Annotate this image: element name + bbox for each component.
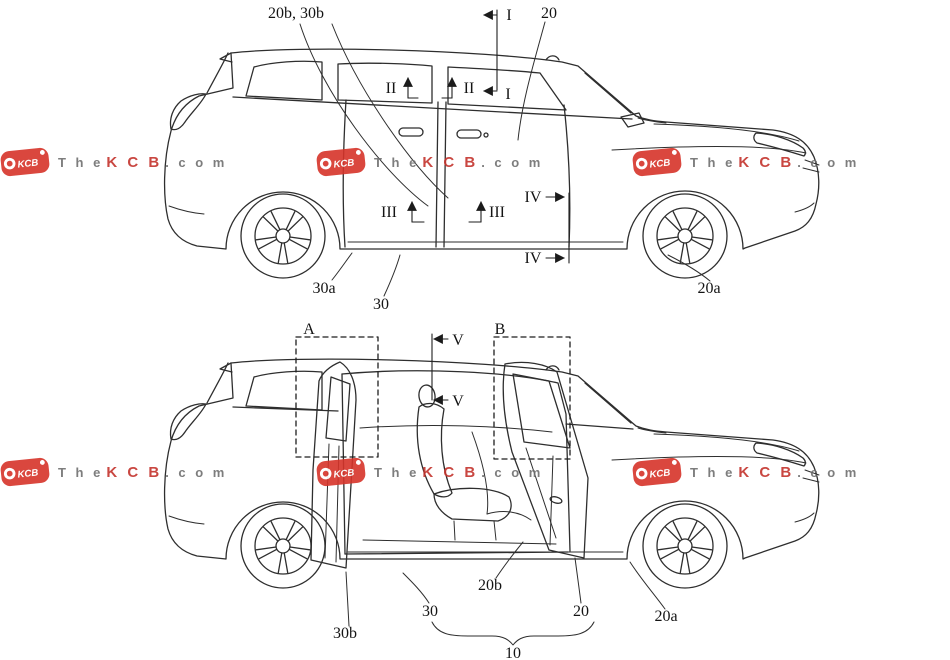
- leader-lines-top: [299, 21, 711, 297]
- label-sec-IV-top: IV: [525, 189, 542, 206]
- label-sec-V-bottom: V: [452, 393, 464, 410]
- kcb-logo-icon: KCB: [0, 457, 50, 487]
- watermark-unit: KCB T h e K C B . c o m: [316, 456, 632, 488]
- kcb-logo-text: KCB: [17, 467, 39, 480]
- front-wheel-bottom: [642, 503, 728, 589]
- watermark-text-kcb: K C B: [738, 153, 795, 171]
- label-30: 30: [373, 296, 389, 313]
- label-sec-V-top: V: [452, 332, 464, 349]
- watermark-unit: KCB T h e K C B . c o m: [632, 146, 948, 178]
- leader-lines-bottom: [345, 541, 666, 627]
- watermark-text-the: T h e: [374, 154, 420, 170]
- watermark-text-com: . c o m: [797, 154, 860, 170]
- section-marker-I: [483, 9, 498, 96]
- watermark-text-com: . c o m: [165, 464, 228, 480]
- label-30b: 30b: [333, 625, 357, 642]
- kcb-logo-icon: KCB: [632, 457, 682, 487]
- watermark-text-com: . c o m: [481, 154, 544, 170]
- watermark-text-com: . c o m: [797, 464, 860, 480]
- label-20b: 20b: [478, 577, 502, 594]
- label-30a: 30a: [312, 280, 335, 297]
- watermark-row-top: KCB T h e K C B . c o m KCB T h e K C B …: [0, 146, 950, 178]
- section-marker-III: [407, 201, 486, 223]
- label-sec-I-top: I: [506, 7, 511, 24]
- door-seams: [342, 99, 571, 248]
- label-20a: 20a: [654, 608, 677, 625]
- figure-top-closed-doors: 20b, 30b I 20 II II I III III IV IV 30a …: [163, 5, 820, 313]
- label-sec-II-left: II: [386, 80, 397, 97]
- label-20b-30b: 20b, 30b: [268, 5, 324, 22]
- section-marker-V: [431, 333, 449, 405]
- label-20: 20: [541, 5, 557, 22]
- label-A: A: [303, 321, 315, 338]
- kcb-logo-text: KCB: [333, 157, 355, 170]
- watermark-unit: KCB T h e K C B . c o m: [0, 146, 316, 178]
- watermark-row-bottom: KCB T h e K C B . c o m KCB T h e K C B …: [0, 456, 950, 488]
- watermark-text-kcb: K C B: [422, 153, 479, 171]
- kcb-logo-icon: KCB: [632, 147, 682, 177]
- figure-bottom-open-doors: A B V V 20b 30 20 20a 30b 10: [163, 321, 820, 660]
- section-marker-IV: [545, 192, 570, 264]
- watermark-text-kcb: K C B: [422, 463, 479, 481]
- label-10: 10: [505, 645, 521, 660]
- watermark-text-the: T h e: [690, 464, 736, 480]
- front-door-window: [447, 66, 567, 111]
- label-20a: 20a: [697, 280, 720, 297]
- kcb-logo-text: KCB: [649, 467, 671, 480]
- label-sec-II-right: II: [464, 80, 475, 97]
- kcb-logo-icon: KCB: [316, 457, 366, 487]
- label-sec-III-right: III: [489, 204, 505, 221]
- watermark-text-the: T h e: [58, 154, 104, 170]
- watermark-text-kcb: K C B: [738, 463, 795, 481]
- label-sec-III-left: III: [381, 204, 397, 221]
- door-handles: [398, 127, 489, 139]
- detail-box-B: [493, 336, 571, 460]
- watermark-text-kcb: K C B: [106, 153, 163, 171]
- beltline: [232, 96, 633, 120]
- label-20: 20: [573, 603, 589, 620]
- section-marker-II: [403, 77, 457, 99]
- label-sec-IV-bottom: IV: [525, 250, 542, 267]
- kcb-logo-icon: KCB: [0, 147, 50, 177]
- watermark-unit: KCB T h e K C B . c o m: [316, 146, 632, 178]
- side-mirror: [620, 112, 645, 128]
- rear-wheel-top: [240, 193, 326, 279]
- label-30: 30: [422, 603, 438, 620]
- label-B: B: [495, 321, 506, 338]
- watermark-text-kcb: K C B: [106, 463, 163, 481]
- kcb-logo-text: KCB: [17, 157, 39, 170]
- watermark-unit: KCB T h e K C B . c o m: [632, 456, 948, 488]
- brace-10: [431, 621, 595, 646]
- watermark-text-the: T h e: [58, 464, 104, 480]
- watermark-text-com: . c o m: [481, 464, 544, 480]
- kcb-logo-text: KCB: [333, 467, 355, 480]
- watermark-text-the: T h e: [374, 464, 420, 480]
- front-wheel-top: [642, 193, 728, 279]
- watermark-text-the: T h e: [690, 154, 736, 170]
- kcb-logo-icon: KCB: [316, 147, 366, 177]
- kcb-logo-text: KCB: [649, 157, 671, 170]
- rear-door-window: [337, 62, 433, 104]
- detail-box-A: [295, 336, 379, 458]
- label-sec-I-bottom: I: [505, 86, 510, 103]
- watermark-text-com: . c o m: [165, 154, 228, 170]
- front-seat: [416, 384, 532, 541]
- watermark-unit: KCB T h e K C B . c o m: [0, 456, 316, 488]
- open-front-door: [502, 361, 589, 559]
